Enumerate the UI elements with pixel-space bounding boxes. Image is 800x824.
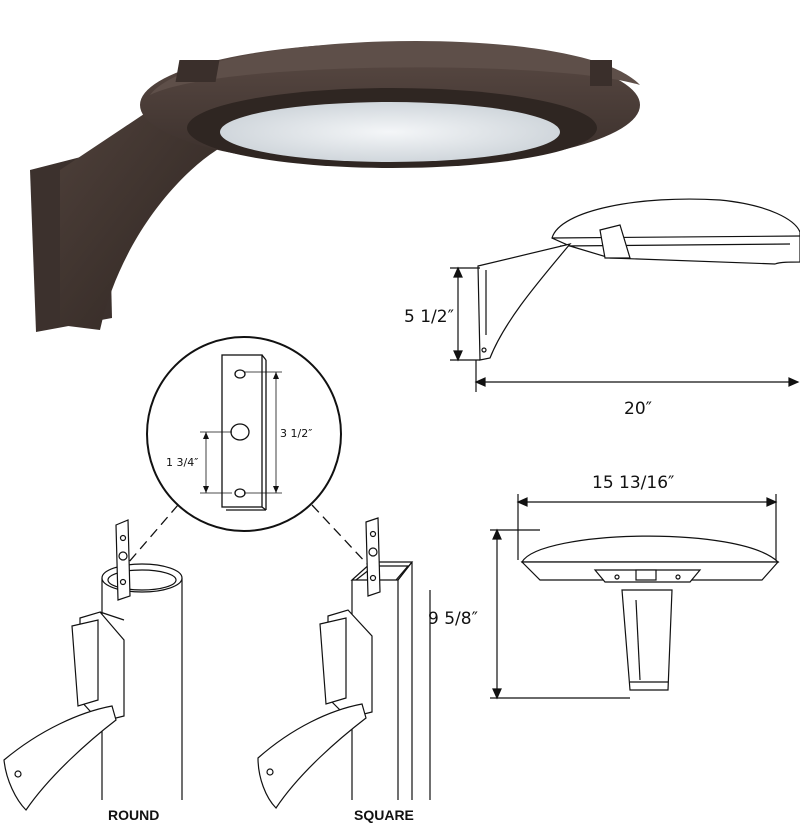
dim-width-front-label: 15 13/16″ — [592, 473, 674, 493]
luminaire-photo — [30, 40, 640, 332]
square-plate — [365, 517, 381, 597]
side-view-housing — [551, 198, 800, 265]
square-pole-mount — [257, 517, 431, 809]
front-view-dome — [520, 535, 780, 563]
dim-hole-spacing-label: 3 1/2″ — [280, 427, 312, 440]
front-view — [490, 494, 780, 700]
side-view-arm — [477, 242, 572, 361]
square-arm — [257, 703, 367, 809]
lens — [220, 102, 560, 162]
label-round: ROUND — [108, 807, 159, 823]
dim-center-offset-label: 1 3/4″ — [166, 456, 198, 469]
dim-height-side-label: 5 1/2″ — [404, 307, 454, 327]
leader-square — [311, 504, 369, 566]
round-pole-mount — [3, 519, 183, 811]
mounting-plate — [221, 354, 263, 508]
leader-round — [121, 504, 179, 571]
latch — [175, 60, 220, 82]
housing-dome — [150, 40, 640, 95]
front-view-arm — [621, 589, 673, 691]
mounting-plate-detail — [121, 336, 369, 571]
support-arm — [60, 110, 225, 330]
dim-length-side-label: 20″ — [624, 399, 652, 419]
square-pole-side — [411, 562, 431, 800]
plate-hole-top — [234, 369, 246, 379]
round-pole-top — [101, 563, 183, 593]
round-arm — [3, 705, 117, 811]
label-square: SQUARE — [354, 807, 414, 823]
latch-right — [590, 60, 612, 86]
side-view — [450, 198, 800, 392]
dim-height-front-label: 9 5/8″ — [428, 609, 478, 629]
